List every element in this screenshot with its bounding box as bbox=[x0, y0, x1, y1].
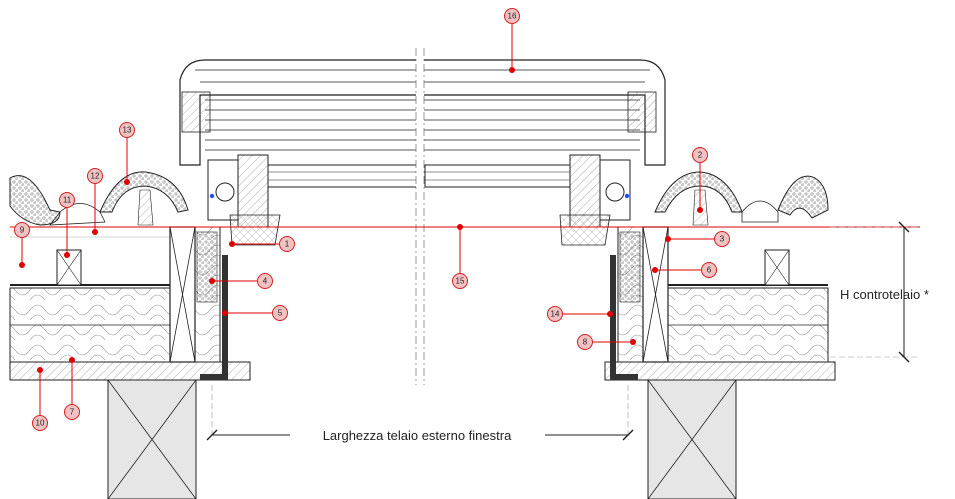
svg-text:6: 6 bbox=[707, 266, 712, 275]
callout-8: 8 bbox=[577, 334, 636, 350]
svg-text:2: 2 bbox=[698, 151, 703, 160]
callout-5: 5 bbox=[222, 305, 288, 321]
callout-2: 2 bbox=[692, 147, 708, 213]
callout-3: 3 bbox=[665, 231, 730, 247]
svg-text:10: 10 bbox=[36, 419, 45, 428]
counterframe-left bbox=[169, 226, 228, 380]
callouts: 1 2 3 4 5 bbox=[14, 8, 730, 431]
callout-6: 6 bbox=[652, 262, 717, 278]
callout-13: 13 bbox=[119, 122, 135, 185]
callout-4: 4 bbox=[209, 273, 273, 289]
callout-14: 14 bbox=[547, 306, 613, 322]
svg-text:4: 4 bbox=[263, 277, 268, 286]
svg-text:14: 14 bbox=[551, 310, 560, 319]
roof-tiles-right bbox=[654, 171, 829, 226]
callout-7: 7 bbox=[64, 357, 80, 420]
callout-1: 1 bbox=[229, 236, 295, 252]
width-dimension bbox=[206, 385, 634, 441]
callout-11: 11 bbox=[59, 192, 75, 258]
rafter-left bbox=[107, 379, 197, 499]
svg-text:8: 8 bbox=[583, 338, 588, 347]
callout-15: 15 bbox=[452, 224, 468, 289]
window-frame-left bbox=[207, 154, 419, 246]
svg-text:12: 12 bbox=[91, 172, 100, 181]
svg-text:15: 15 bbox=[456, 277, 465, 286]
svg-text:3: 3 bbox=[720, 235, 725, 244]
svg-text:7: 7 bbox=[70, 408, 75, 417]
svg-text:9: 9 bbox=[20, 226, 25, 235]
window-frame-right bbox=[424, 154, 631, 246]
roof-layers-right bbox=[604, 226, 836, 381]
height-label: H controtelaio * bbox=[840, 287, 929, 302]
svg-text:1: 1 bbox=[285, 240, 290, 249]
svg-text:5: 5 bbox=[278, 309, 283, 318]
callout-16: 16 bbox=[504, 8, 520, 73]
callout-9: 9 bbox=[14, 222, 30, 268]
rafter-right bbox=[647, 379, 737, 499]
svg-text:13: 13 bbox=[123, 126, 132, 135]
callout-10: 10 bbox=[32, 367, 48, 431]
counterframe-right bbox=[610, 226, 669, 380]
callout-12: 12 bbox=[87, 168, 103, 235]
break-gap bbox=[416, 40, 424, 480]
svg-text:16: 16 bbox=[508, 12, 517, 21]
svg-text:11: 11 bbox=[63, 196, 72, 205]
height-dimension bbox=[830, 221, 920, 363]
width-label: Larghezza telaio esterno finestra bbox=[323, 428, 512, 443]
